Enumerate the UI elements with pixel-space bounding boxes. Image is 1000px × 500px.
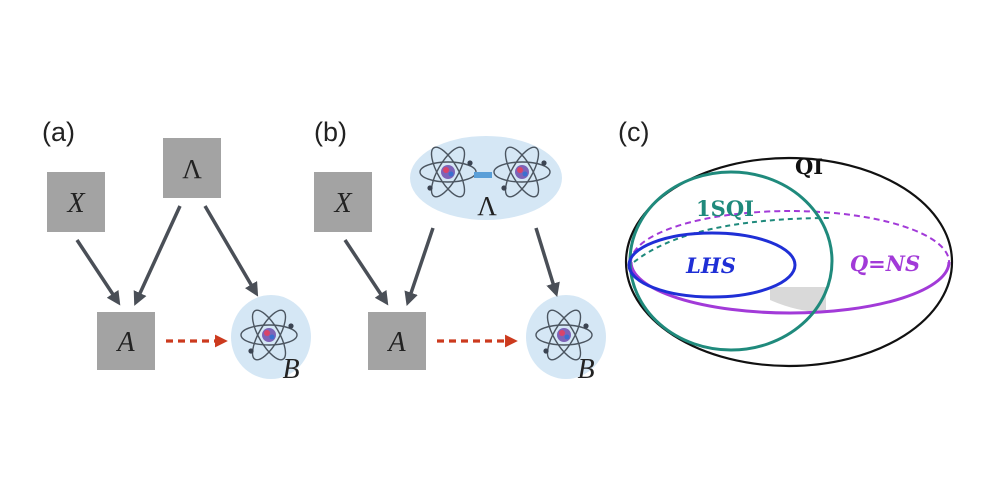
panel-c-label: (c)	[618, 117, 649, 147]
arrow-lambda-to-b	[203, 205, 259, 297]
qi-set	[624, 156, 954, 368]
arrow-lambda-to-b	[534, 227, 560, 298]
qi-label: QI	[795, 154, 823, 179]
node-lambda-box	[163, 138, 221, 198]
arrow-lambda-to-a	[404, 227, 435, 306]
panel-c: (c) QI 1SQI LHS Q=NS	[618, 117, 954, 368]
lhs-label: LHS	[685, 253, 736, 278]
node-lambda-label: Λ	[182, 154, 202, 184]
node-a-label: A	[115, 327, 135, 358]
panel-b-label: (b)	[314, 117, 347, 147]
node-x-label: X	[66, 188, 85, 219]
node-x-box	[314, 172, 372, 232]
arrow-x-to-a	[343, 239, 389, 306]
entangled-link	[474, 172, 492, 178]
node-a-box	[368, 312, 426, 370]
node-x-box	[47, 172, 105, 232]
node-b-label: B	[577, 354, 594, 385]
arrow-lambda-to-a	[133, 205, 182, 306]
qns-set-dashed	[630, 210, 950, 263]
panel-a-label: (a)	[42, 117, 75, 147]
sqi-label: 1SQI	[696, 196, 754, 221]
node-a-box	[97, 312, 155, 370]
node-b-label: B	[282, 354, 299, 385]
node-x-label: X	[333, 188, 352, 219]
sqi-inner-boundary	[633, 217, 833, 263]
panel-a: (a) X Λ A B	[42, 117, 311, 385]
qns-label: Q=NS	[850, 251, 920, 276]
lhs-set	[627, 231, 797, 299]
panel-b: (b) X Λ A B	[314, 117, 606, 385]
node-lambda-label: Λ	[477, 191, 497, 221]
overlap-region	[770, 287, 826, 313]
node-a-label: A	[386, 327, 406, 358]
arrow-x-to-a	[75, 239, 121, 306]
